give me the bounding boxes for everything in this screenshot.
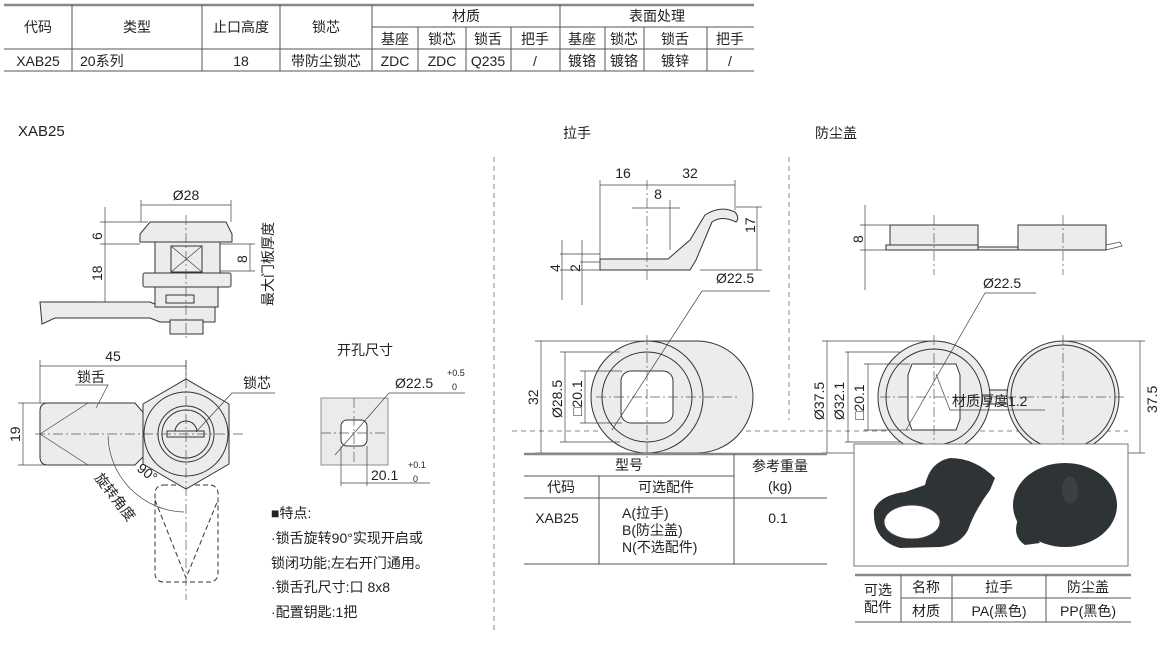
pull-dim-dia-28-5: Ø28.5: [549, 380, 565, 418]
feature-line: 锁闭功能;左右开门通用。: [271, 555, 429, 571]
pull-title: 拉手: [563, 125, 591, 141]
sub-finish-core: 锁芯: [610, 31, 638, 47]
dim-h-18: 18: [89, 265, 105, 281]
pull-dim-16: 16: [615, 165, 631, 181]
cutout-flat-tol-lower: 0: [413, 474, 418, 484]
options-table: 型号 参考重量 (kg) 代码 可选配件 XAB25 0.1 A(拉手) B(防…: [524, 452, 827, 565]
sub-finish-tongue: 锁舌: [661, 31, 689, 47]
pull-dim-4: 4: [547, 264, 563, 272]
dim-h-6: 6: [89, 232, 105, 240]
cap-dim-dia-37-5: Ø37.5: [811, 382, 827, 420]
cutout-dia-tol-lower: 0: [452, 382, 457, 392]
lock-front-view: 45 19 锁舌 锁芯 90° 旋转角度: [7, 348, 275, 600]
cell-lock-core: 带防尘锁芯: [291, 53, 361, 69]
sub-finish-handle: 把手: [716, 31, 744, 47]
label-core: 锁芯: [243, 375, 271, 391]
spec-table: 代码 类型 止口高度 锁芯 材质 表面处理 基座 锁芯 锁舌 把手 基座 锁芯 …: [4, 3, 754, 72]
accessory-label: 配件: [864, 599, 892, 615]
model-title: XAB25: [18, 123, 65, 140]
feature-line: ·锁舌旋转90°实现开启或: [271, 530, 423, 546]
options-header-weight-unit: (kg): [768, 478, 792, 494]
options-cell-weight: 0.1: [768, 510, 788, 526]
dim-h-8: 8: [234, 255, 250, 263]
accessory-material: PP(黑色): [1060, 603, 1116, 619]
features-list: ■特点: ·锁舌旋转90°实现开启或 锁闭功能;左右开门通用。 ·锁舌孔尺寸:口…: [271, 505, 429, 620]
cell-material-core: ZDC: [428, 53, 457, 69]
option-item: B(防尘盖): [622, 522, 683, 538]
cell-finish-handle: /: [728, 53, 732, 69]
label-tongue: 锁舌: [77, 369, 105, 385]
cell-code: XAB25: [16, 53, 60, 69]
pull-handle-image: [873, 458, 995, 548]
accessory-label: 可选: [864, 582, 892, 598]
cap-dia-22-5: Ø22.5: [983, 275, 1021, 291]
label-max-panel-thickness: 最大门板厚度: [260, 222, 276, 306]
accessory-photo: [853, 443, 1129, 567]
cutout-title: 开孔尺寸: [337, 342, 393, 358]
pull-dim-8: 8: [654, 186, 662, 202]
pull-dim-32-height: 32: [525, 389, 541, 405]
dim-dia-28: Ø28: [173, 187, 200, 203]
cutout-flat-tol-upper: +0.1: [408, 460, 426, 470]
cell-material-tongue: Q235: [471, 53, 505, 69]
dim-h-19: 19: [7, 426, 23, 442]
cap-dim-8: 8: [850, 235, 866, 243]
pull-dim-32: 32: [682, 165, 698, 181]
header-material: 材质: [452, 8, 480, 24]
features-title: ■特点:: [271, 505, 311, 521]
cell-type: 20系列: [80, 53, 124, 69]
options-cell-code: XAB25: [535, 510, 579, 526]
accessory-name: 拉手: [985, 579, 1013, 595]
cell-finish-tongue: 镀锌: [661, 53, 689, 69]
label-rotation-angle: 旋转角度: [92, 470, 139, 524]
sub-material-base: 基座: [381, 31, 409, 47]
accessory-name: 防尘盖: [1067, 579, 1109, 595]
sub-finish-base: 基座: [568, 31, 596, 47]
pull-dim-2: 2: [567, 264, 583, 272]
feature-line: ·锁舌孔尺寸:口 8x8: [271, 579, 390, 595]
header-type: 类型: [123, 19, 151, 35]
options-header-model: 型号: [615, 457, 643, 473]
cap-dim-dia-32-1: Ø32.1: [831, 382, 847, 420]
header-stop-height: 止口高度: [213, 19, 269, 35]
sub-material-core: 锁芯: [428, 31, 456, 47]
cutout-drawing: 开孔尺寸 Ø22.5 +0.5 0 20.1 +0.1 0: [320, 342, 465, 486]
cap-material-thickness: 材质厚度1.2: [952, 393, 1028, 409]
dust-cap-image: [1013, 463, 1117, 547]
header-finish: 表面处理: [629, 8, 685, 24]
cell-material-base: ZDC: [381, 53, 410, 69]
option-item: A(拉手): [622, 505, 669, 521]
dust-cap-drawing: 8 Ø22.5 Ø37.5 Ø32.1 □20.1 37.5 材质厚度1.2: [811, 205, 1160, 460]
cap-dim-square-20-1: □20.1: [851, 384, 867, 420]
option-item: N(不选配件): [622, 539, 697, 555]
cutout-flat: 20.1: [371, 467, 398, 483]
header-code: 代码: [24, 19, 52, 35]
sub-material-handle: 把手: [521, 31, 549, 47]
feature-line: ·配置钥匙:1把: [271, 604, 357, 620]
pull-dim-square-20-1: □20.1: [569, 380, 585, 416]
pull-dia-22-5: Ø22.5: [716, 270, 754, 286]
cutout-dia: Ø22.5: [395, 375, 433, 391]
cap-title: 防尘盖: [815, 125, 857, 141]
accessory-name-label: 名称: [912, 579, 940, 595]
cell-stop-height: 18: [233, 53, 249, 69]
pull-dim-17: 17: [742, 217, 758, 233]
options-col-accessories: 可选配件: [638, 479, 694, 495]
accessory-material: PA(黑色): [972, 603, 1027, 619]
options-col-code: 代码: [547, 479, 575, 495]
cap-dim-37-5: 37.5: [1144, 386, 1160, 413]
cell-material-handle: /: [533, 53, 537, 69]
pull-drawing: 16 32 8 17 4 2 Ø22.5 32 Ø28.5 □20.1: [525, 165, 770, 460]
dim-w-45: 45: [105, 348, 121, 364]
header-lock-core: 锁芯: [312, 19, 340, 35]
accessory-material-label: 材质: [912, 603, 940, 619]
cell-finish-core: 镀铬: [610, 53, 638, 69]
accessory-table: 可选 配件 名称 材质 拉手 PA(黑色) 防尘盖 PP(黑色): [855, 573, 1131, 623]
options-header-weight: 参考重量: [752, 458, 808, 474]
lock-side-view: Ø28 6 18 8 最大门板厚度: [39, 187, 276, 340]
sub-material-tongue: 锁舌: [474, 31, 502, 47]
cutout-dia-tol-upper: +0.5: [447, 368, 465, 378]
cell-finish-base: 镀铬: [568, 53, 596, 69]
